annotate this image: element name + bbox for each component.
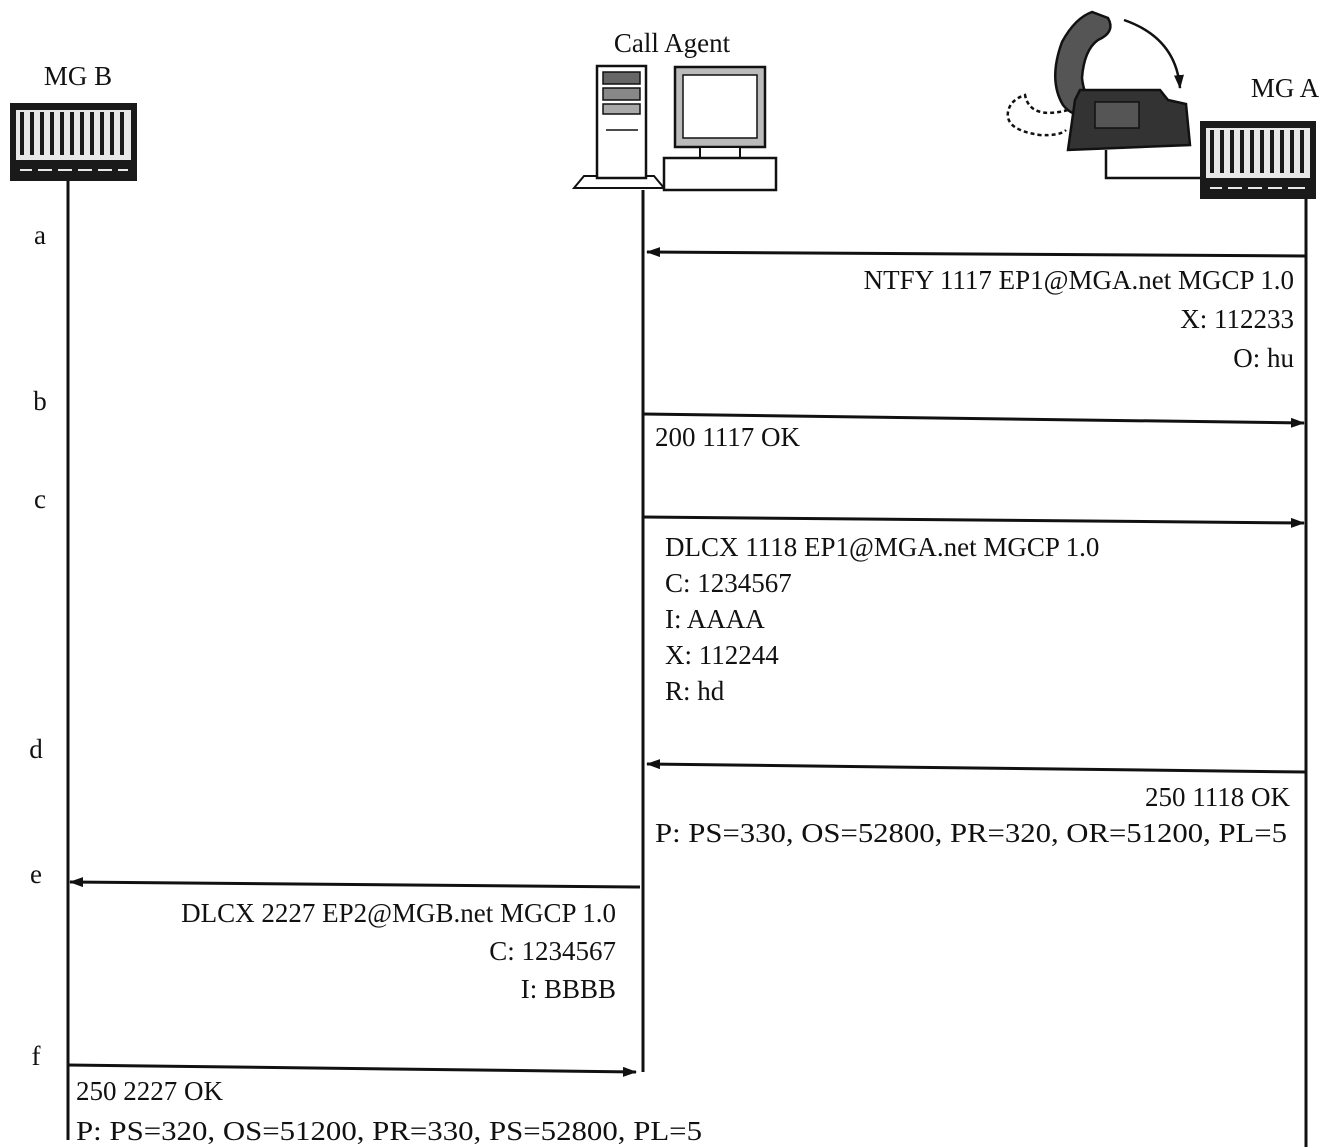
- message-text: X: 112233: [1180, 304, 1294, 334]
- message-text: P: PS=320, OS=51200, PR=330, PS=52800, P…: [76, 1116, 702, 1146]
- message-text: 250 2227 OK: [76, 1076, 223, 1106]
- step-label: a: [34, 220, 46, 250]
- telephone-icon: [1008, 12, 1205, 178]
- step-label: b: [33, 386, 47, 416]
- step-label: c: [34, 484, 46, 514]
- server-tower-icon: [574, 66, 664, 188]
- message-text: NTFY 1117 EP1@MGA.net MGCP 1.0: [864, 265, 1294, 295]
- message-arrow: [647, 764, 1306, 772]
- gateway-icon: [10, 103, 137, 181]
- message-arrow: [647, 252, 1306, 256]
- message-text: X: 112244: [665, 640, 779, 670]
- message-text: O: hu: [1233, 343, 1294, 373]
- monitor-icon: [664, 67, 776, 190]
- message-text: I: BBBB: [521, 974, 616, 1004]
- message-text: DLCX 2227 EP2@MGB.net MGCP 1.0: [181, 898, 616, 928]
- gateway-icon: [1200, 121, 1316, 199]
- message-arrow: [68, 1065, 636, 1072]
- step-label: d: [29, 734, 43, 764]
- message-text: C: 1234567: [665, 568, 792, 598]
- message-text: R: hd: [665, 676, 725, 706]
- message-text: I: AAAA: [665, 604, 765, 634]
- message-text: C: 1234567: [489, 936, 616, 966]
- message-text: 200 1117 OK: [655, 422, 800, 452]
- entity-label-mga: MG A: [1251, 73, 1320, 103]
- entity-label-call-agent: Call Agent: [614, 28, 731, 58]
- message-text: 250 1118 OK: [1145, 782, 1290, 812]
- step-label: e: [30, 859, 42, 889]
- message-text: P: PS=330, OS=52800, PR=320, OR=51200, P…: [655, 818, 1287, 848]
- step-label: f: [32, 1041, 41, 1071]
- message-arrow: [643, 517, 1304, 523]
- message-arrow: [70, 882, 640, 887]
- entity-label-mgb: MG B: [44, 61, 112, 91]
- message-text: DLCX 1118 EP1@MGA.net MGCP 1.0: [665, 532, 1099, 562]
